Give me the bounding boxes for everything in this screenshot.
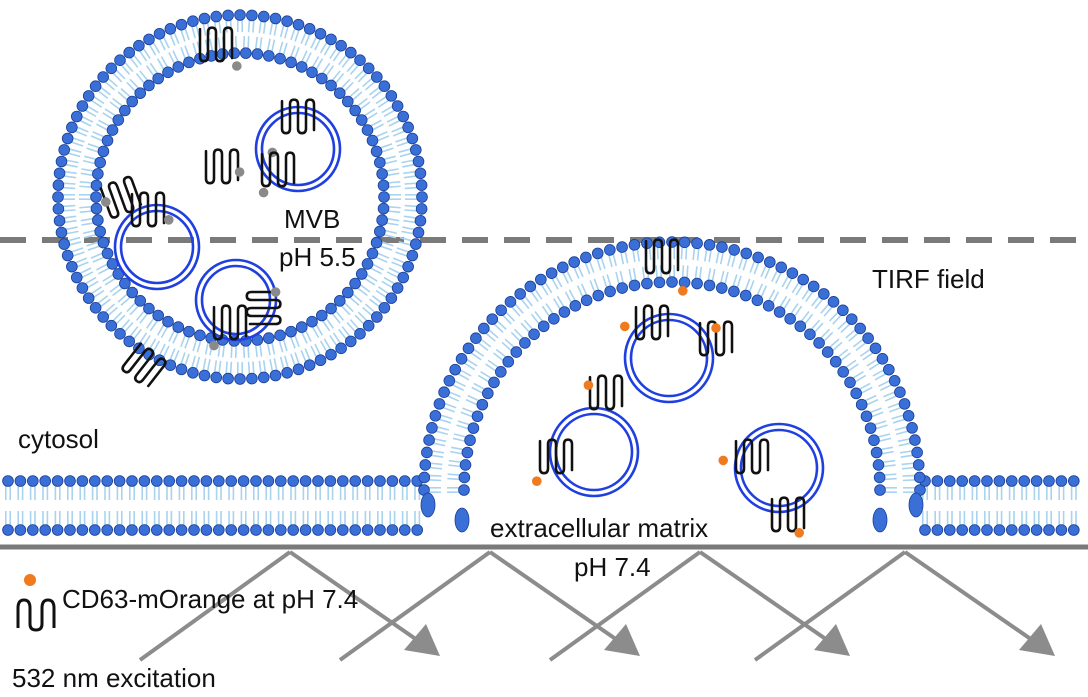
fluorophore-off-icon bbox=[164, 215, 174, 225]
fluorophore-on-icon bbox=[583, 380, 594, 390]
excitation-ray bbox=[548, 550, 850, 662]
fluorophore-off-icon bbox=[234, 167, 245, 177]
fluorophore-on-icon bbox=[620, 321, 630, 332]
mvb-membrane bbox=[52, 9, 428, 385]
intraluminal-vesicle bbox=[733, 422, 825, 514]
fluorophore-on-icon bbox=[532, 476, 542, 486]
cd63-protein bbox=[245, 287, 282, 326]
fluorophore-off-icon bbox=[209, 340, 219, 351]
mvb-ph-label: pH 5.5 bbox=[279, 242, 356, 272]
cd63-protein bbox=[99, 174, 144, 220]
cd63-protein bbox=[267, 98, 316, 158]
extracellular-matrix-label: extracellular matrix bbox=[490, 513, 708, 543]
tirf-field-label: TIRF field bbox=[872, 264, 985, 294]
fluorophore-on-icon bbox=[678, 286, 688, 296]
legend-cd63-glyph bbox=[16, 574, 56, 632]
fluorophore-off-icon bbox=[270, 287, 281, 297]
fluorophore-on-icon bbox=[718, 455, 728, 466]
cytosol-label: cytosol bbox=[18, 424, 99, 454]
cd63-protein bbox=[620, 304, 670, 341]
cd63-protein bbox=[770, 496, 806, 538]
excitation-arrows bbox=[138, 550, 1055, 662]
excitation-ray bbox=[138, 550, 440, 662]
cd63-protein bbox=[204, 148, 245, 185]
mvb-label: MVB bbox=[284, 204, 340, 234]
cd63-protein bbox=[130, 191, 174, 228]
cd63-protein bbox=[198, 26, 242, 71]
fluorophore-off-icon bbox=[258, 187, 269, 198]
fluorophore-on-icon bbox=[794, 528, 804, 538]
cd63-protein bbox=[532, 438, 574, 486]
cd63-protein bbox=[698, 320, 734, 357]
excitation-ray bbox=[753, 550, 1055, 662]
plasma-membrane bbox=[2, 475, 1080, 536]
extracellular-ph-label: pH 7.4 bbox=[574, 552, 651, 582]
cd63-protein bbox=[583, 374, 624, 411]
mOrange-fluorophore-icon bbox=[24, 574, 36, 586]
fluorophore-off-icon bbox=[232, 61, 242, 71]
fusion-dome-membrane bbox=[418, 236, 926, 533]
cd63-protein bbox=[644, 238, 688, 296]
fluorophore-on-icon bbox=[711, 323, 721, 333]
cd63-protein bbox=[258, 151, 296, 198]
excitation-label: 532 nm excitation bbox=[12, 663, 216, 693]
legend-label: CD63-mOrange at pH 7.4 bbox=[62, 584, 358, 614]
cd63-protein bbox=[209, 304, 248, 351]
cd63-protein bbox=[718, 438, 770, 475]
cd63-proteins bbox=[99, 26, 806, 538]
fluorophore-off-icon bbox=[101, 197, 111, 207]
